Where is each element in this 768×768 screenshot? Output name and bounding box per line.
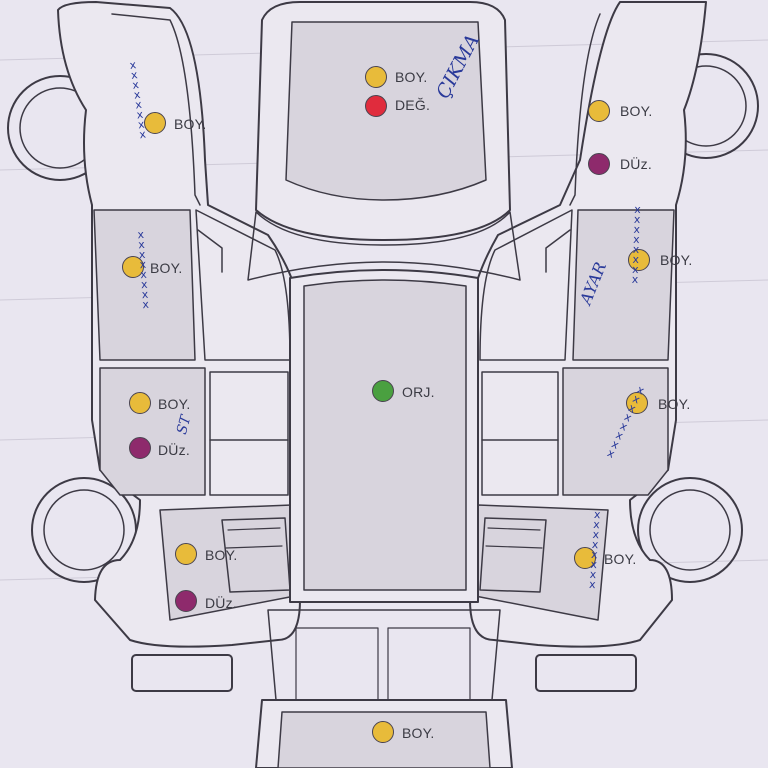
marker-rf-door-boy-dot [628,249,650,271]
marker-hood-deg-dot [365,95,387,117]
marker-rf-fender-duz-label: DÜz. [620,156,652,172]
marker-lf-fender-boy-label: BOY. [174,116,207,132]
marker-rf-fender-boy-dot [588,100,610,122]
marker-lr-door-boy-label: BOY. [158,396,191,412]
marker-hood-boy-dot [365,66,387,88]
marker-lf-fender-boy-dot [144,112,166,134]
marker-lr-fender-boy-dot [175,543,197,565]
marker-rr-fender-boy-label: BOY. [604,551,637,567]
marker-lr-fender-duz-dot [175,590,197,612]
marker-rr-fender-boy-dot [574,547,596,569]
marker-rr-door-boy-dot [626,392,648,414]
marker-lr-door-duz-label: DÜz. [158,442,190,458]
marker-lf-door-boy-label: BOY. [150,260,183,276]
marker-rf-fender-duz-dot [588,153,610,175]
marker-trunk-boy-dot [372,721,394,743]
marker-roof-orj-dot [372,380,394,402]
marker-lr-fender-duz-label: DÜz. [205,595,237,611]
marker-hood-boy-label: BOY. [395,69,428,85]
marker-lr-fender-boy-label: BOY. [205,547,238,563]
marker-lf-door-boy-dot [122,256,144,278]
marker-hood-deg-label: DEĞ. [395,97,431,113]
marker-rf-fender-boy-label: BOY. [620,103,653,119]
marker-lr-door-duz-dot [129,437,151,459]
marker-rf-door-boy-label: BOY. [660,252,693,268]
wheel-right-rear [637,477,743,583]
marker-roof-orj-label: ORJ. [402,384,435,400]
marker-rr-door-boy-label: BOY. [658,396,691,412]
marker-lr-door-boy-dot [129,392,151,414]
marker-trunk-boy-label: BOY. [402,725,435,741]
